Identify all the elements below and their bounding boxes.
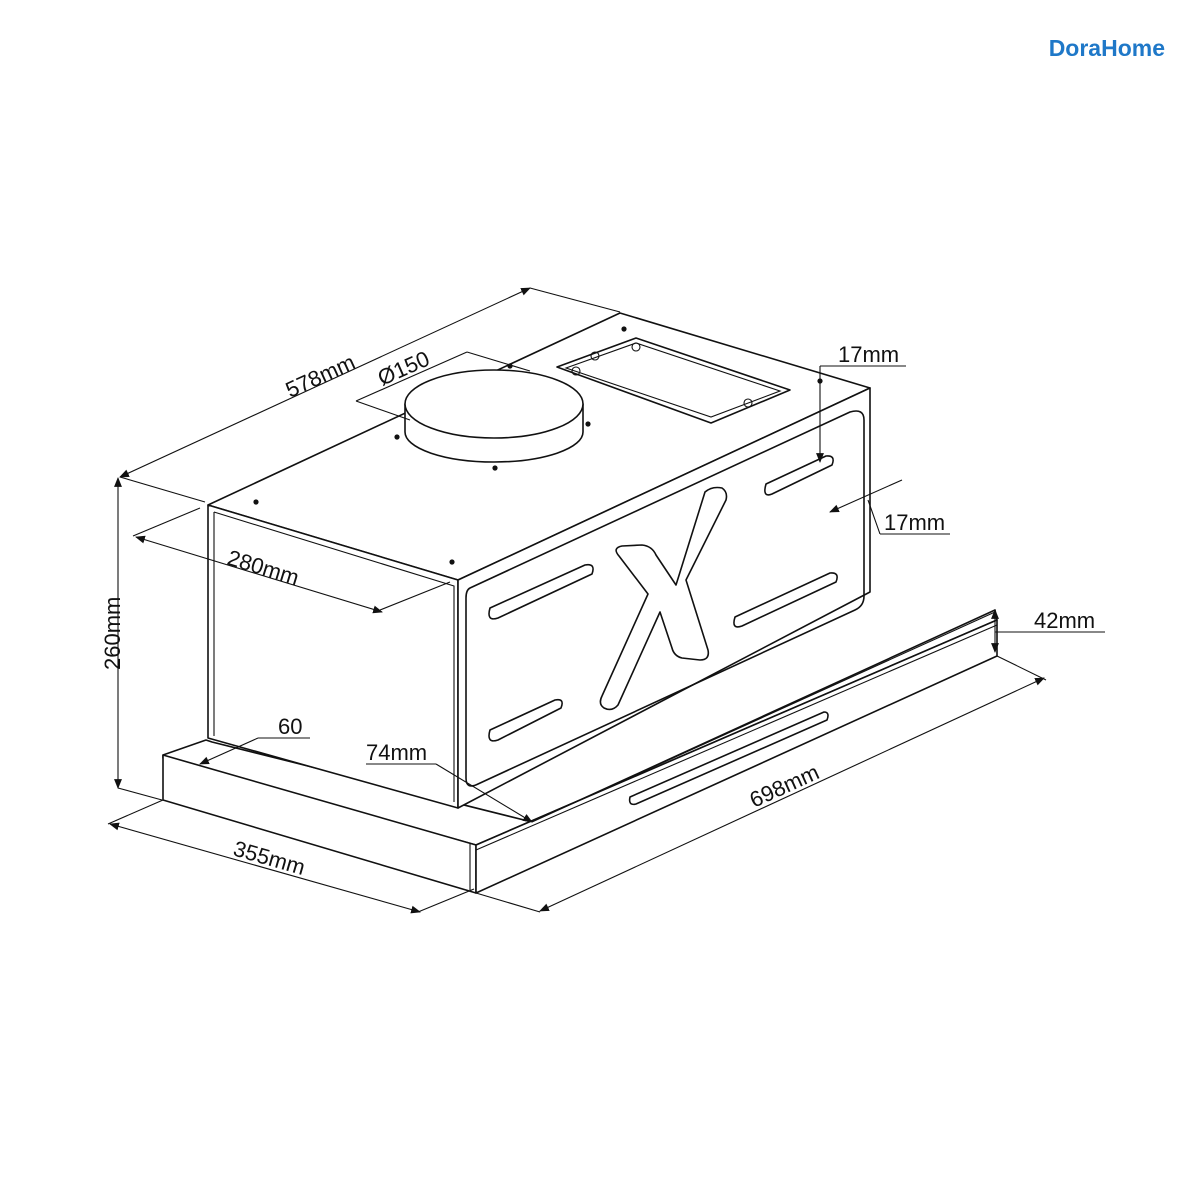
dim-280: [135, 535, 383, 614]
dim-698: [539, 677, 1045, 912]
dim-578: [119, 287, 531, 478]
mounting-plate-outer: [556, 337, 791, 424]
duct-collar: [404, 369, 584, 463]
label-total-height: 260mm: [100, 597, 125, 670]
label-front-inset: 74mm: [366, 740, 427, 765]
label-total-width: 698mm: [746, 759, 823, 812]
label-panel-depth: 355mm: [231, 836, 308, 880]
top-hole-7: [621, 326, 627, 332]
side-slot-upper-right: [764, 455, 834, 496]
top-hole-3: [449, 559, 455, 565]
ext-698-b: [996, 655, 1047, 681]
ext-260-b: [117, 787, 163, 801]
ext-355-a: [107, 799, 164, 825]
ext-150-b: [466, 351, 531, 372]
label-slot-offset-top: 17mm: [838, 342, 899, 367]
plate-screw-3: [743, 398, 753, 408]
side-recess-panel: [465, 410, 865, 787]
leader-17-right-a: [867, 499, 881, 535]
ext-280-b: [379, 581, 451, 611]
brand-logo: DoraHome: [1049, 35, 1165, 61]
ext-578-a: [119, 476, 206, 503]
label-slot-offset-right: 17mm: [884, 510, 945, 535]
dim-355: [109, 822, 421, 914]
dim-17-right: [829, 479, 903, 513]
side-slot-upper-left: [488, 563, 594, 620]
dim-150: [355, 351, 468, 402]
plate-screw-4: [571, 366, 581, 376]
ext-150-a: [355, 400, 411, 421]
top-hole-5: [585, 421, 591, 427]
dim-74: [435, 763, 533, 823]
plate-screw-2: [631, 342, 641, 352]
brand-name: DoraHome: [1049, 35, 1165, 61]
top-hole-2: [394, 434, 400, 440]
ext-280-a: [132, 507, 201, 537]
label-front-offset: 60: [278, 714, 302, 739]
ext-698-a: [475, 892, 541, 913]
label-top-depth: 578mm: [282, 349, 359, 402]
top-hole-1: [253, 499, 259, 505]
dim-60: [199, 737, 259, 765]
duct-collar-top: [404, 369, 584, 439]
side-slot-lower-right: [733, 572, 838, 628]
label-panel-thickness: 42mm: [1034, 608, 1095, 633]
mounting-plate: [556, 337, 791, 424]
ext-578-b: [529, 287, 621, 313]
top-hole-4: [492, 465, 498, 471]
dimension-lines: [107, 287, 1105, 914]
mounting-plate-inner: [564, 342, 782, 418]
ext-355-b: [417, 888, 475, 913]
plate-screw-1: [590, 351, 600, 361]
